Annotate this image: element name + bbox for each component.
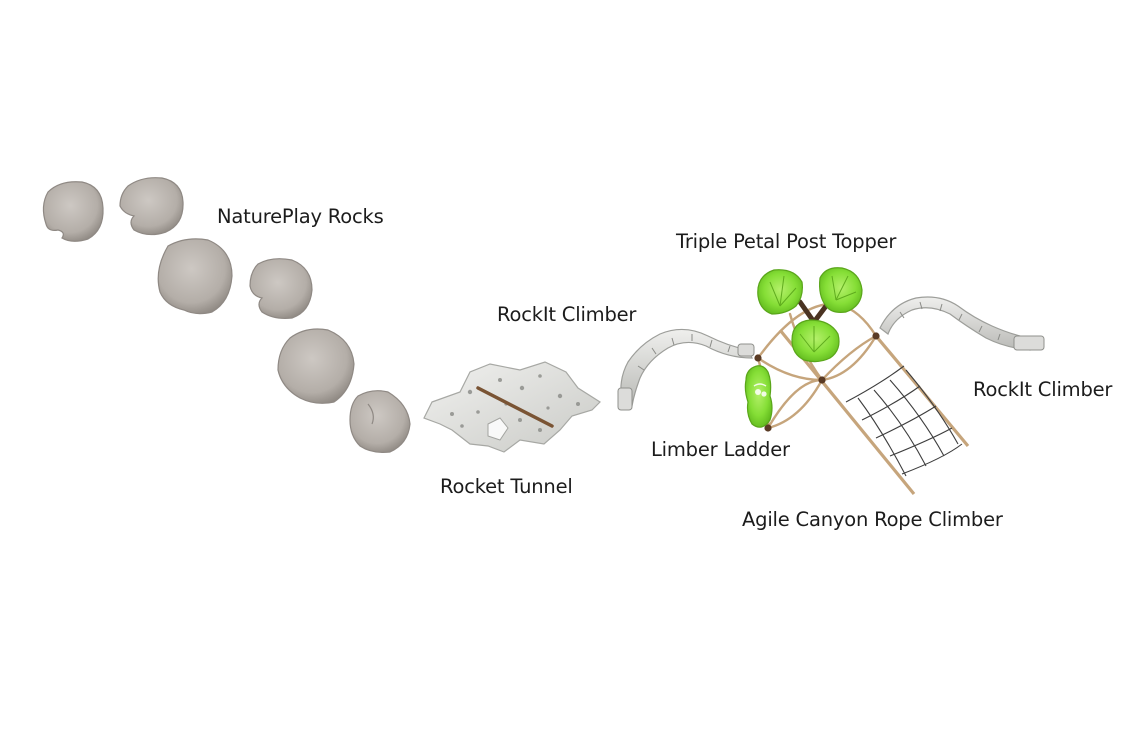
agile-canyon-rope-climber <box>754 302 970 496</box>
label-rocket-tunnel: Rocket Tunnel <box>440 475 573 498</box>
label-agile-canyon-rope-climber: Agile Canyon Rope Climber <box>742 508 1003 531</box>
rock-5 <box>277 328 355 404</box>
rock-1 <box>42 181 104 242</box>
rockit-climber-left <box>617 328 755 411</box>
triple-petal-post-topper <box>757 267 863 363</box>
label-rockit-climber-right: RockIt Climber <box>973 378 1113 401</box>
natureplay-rocks <box>42 177 411 453</box>
label-limber-ladder: Limber Ladder <box>651 438 790 461</box>
rock-4 <box>249 258 313 319</box>
rock-6 <box>349 390 411 453</box>
label-natureplay-rocks: NaturePlay Rocks <box>217 205 384 228</box>
rock-3 <box>157 238 233 315</box>
rock-2 <box>119 177 184 236</box>
rocket-tunnel <box>423 361 601 453</box>
label-triple-petal-post-topper: Triple Petal Post Topper <box>676 230 897 253</box>
limber-ladder <box>744 365 773 428</box>
label-rockit-climber-left: RockIt Climber <box>497 303 637 326</box>
rockit-climber-right <box>879 296 1045 351</box>
